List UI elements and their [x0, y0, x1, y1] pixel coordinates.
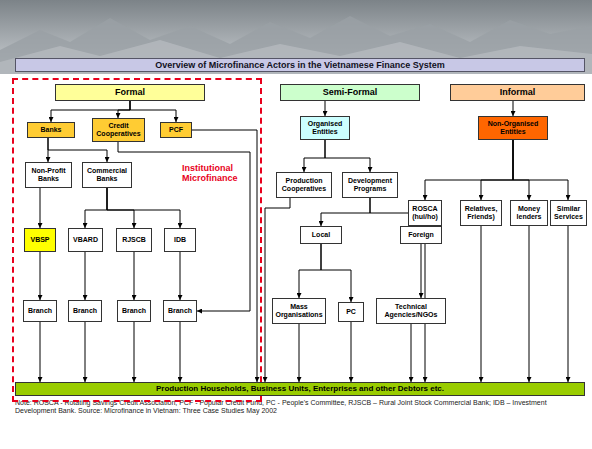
institution-box: PCF — [160, 122, 192, 138]
branch-box: Branch — [23, 300, 57, 322]
title-bar: Overview of Microfinance Actors in the V… — [15, 58, 585, 72]
box-label: Organised Entities — [303, 120, 347, 135]
category-box: Informal — [450, 84, 585, 101]
box-label: Production Households, Business Units, E… — [156, 385, 444, 394]
caption-text: Note: ROSCA - Rotating Savings Credit As… — [15, 399, 585, 416]
connector — [85, 252, 86, 300]
connector — [421, 244, 422, 298]
box-label: Informal — [500, 88, 536, 98]
box-label: Money lenders — [513, 205, 545, 220]
branch-box: Branch — [163, 300, 197, 322]
connector — [568, 226, 569, 382]
connector — [529, 226, 530, 382]
connector — [481, 140, 513, 200]
actor-box: Production Cooperatives — [276, 172, 332, 198]
box-label: Credit Cooperatives — [95, 122, 142, 137]
entity-box: Organised Entities — [300, 116, 350, 140]
connector — [134, 252, 135, 300]
connector — [118, 142, 250, 311]
connector — [425, 140, 513, 200]
box-label: Banks — [40, 126, 61, 134]
actor-box: Development Programs — [342, 172, 398, 198]
bank-box: RJSCB — [116, 228, 152, 252]
connector — [180, 252, 181, 300]
box-label: Relatives, Friends) — [463, 205, 499, 220]
actor-box: Local — [300, 226, 342, 244]
connector — [325, 140, 370, 172]
connector — [107, 188, 134, 228]
connector — [265, 198, 290, 382]
connector — [85, 188, 107, 228]
bank-box: IDB — [164, 228, 196, 252]
box-label: Branch — [73, 307, 97, 315]
target-band: Production Households, Business Units, E… — [15, 382, 585, 396]
box-label: Formal — [115, 88, 145, 98]
box-label: Semi-Formal — [323, 88, 378, 98]
connector — [40, 322, 41, 382]
box-label: Similar Services — [553, 205, 584, 220]
actor-box: Foreign — [400, 226, 442, 244]
title-text: Overview of Microfinance Actors in the V… — [155, 60, 445, 70]
bank-type-box: Commercial Banks — [82, 162, 132, 188]
box-label: PCF — [169, 126, 183, 134]
bank-box: VBARD — [68, 228, 103, 252]
box-label: Mass Organisations — [275, 303, 323, 318]
box-label: Production Cooperatives — [279, 177, 329, 192]
box-label: Technical Agencies/NGOs — [379, 303, 443, 318]
box-label: IDB — [174, 236, 186, 244]
category-box: Formal — [55, 84, 205, 101]
box-label: VBARD — [73, 236, 98, 244]
connector — [304, 140, 325, 172]
actor-box: ROSCA (hui/ho) — [408, 200, 442, 226]
box-label: Non-Profit Banks — [28, 167, 69, 182]
connector — [299, 244, 321, 298]
branch-box: Branch — [68, 300, 102, 322]
actor-box: Technical Agencies/NGOs — [376, 298, 446, 324]
entity-box: Non-Organised Entities — [478, 116, 548, 140]
connector — [40, 188, 41, 228]
actor-box: Mass Organisations — [272, 298, 326, 324]
connector — [513, 101, 514, 116]
actor-box: Relatives, Friends) — [460, 200, 502, 226]
institution-box: Banks — [27, 122, 75, 138]
branch-box: Branch — [117, 300, 151, 322]
institution-box: Credit Cooperatives — [92, 118, 145, 142]
box-label: Branch — [168, 307, 192, 315]
actor-box: PC — [338, 302, 364, 322]
connector — [351, 322, 352, 382]
region-label: Institutional Microfinance — [182, 163, 242, 184]
box-label: RJSCB — [122, 236, 146, 244]
connector — [325, 101, 326, 116]
connector — [40, 252, 41, 300]
connector — [299, 324, 300, 382]
actor-box: Money lenders — [510, 200, 548, 226]
box-label: Commercial Banks — [85, 167, 129, 182]
box-label: Branch — [28, 307, 52, 315]
connector — [180, 322, 181, 382]
connector — [107, 188, 180, 228]
connector — [481, 226, 482, 382]
bank-box: VBSP — [24, 228, 56, 252]
connector — [85, 322, 86, 382]
box-label: ROSCA (hui/ho) — [411, 205, 439, 220]
connector — [134, 322, 135, 382]
box-label: Branch — [122, 307, 146, 315]
caption-note: Note: ROSCA - Rotating Savings Credit As… — [15, 399, 585, 416]
connector — [513, 140, 529, 200]
box-label: Non-Organised Entities — [481, 120, 545, 135]
box-label: Development Programs — [345, 177, 395, 192]
connector — [513, 140, 568, 200]
box-label: PC — [346, 308, 356, 316]
box-label: Foreign — [408, 231, 434, 239]
actor-box: Similar Services — [550, 200, 587, 226]
dashed-region: Institutional Microfinance FormalBanks Cre… — [12, 78, 262, 402]
category-box: Semi-Formal — [280, 84, 420, 101]
bank-type-box: Non-Profit Banks — [25, 162, 72, 188]
connector — [118, 101, 130, 118]
connector — [321, 244, 351, 302]
connector — [321, 198, 370, 226]
box-label: Local — [312, 231, 330, 239]
box-label: VBSP — [30, 236, 49, 244]
connector — [411, 324, 412, 382]
